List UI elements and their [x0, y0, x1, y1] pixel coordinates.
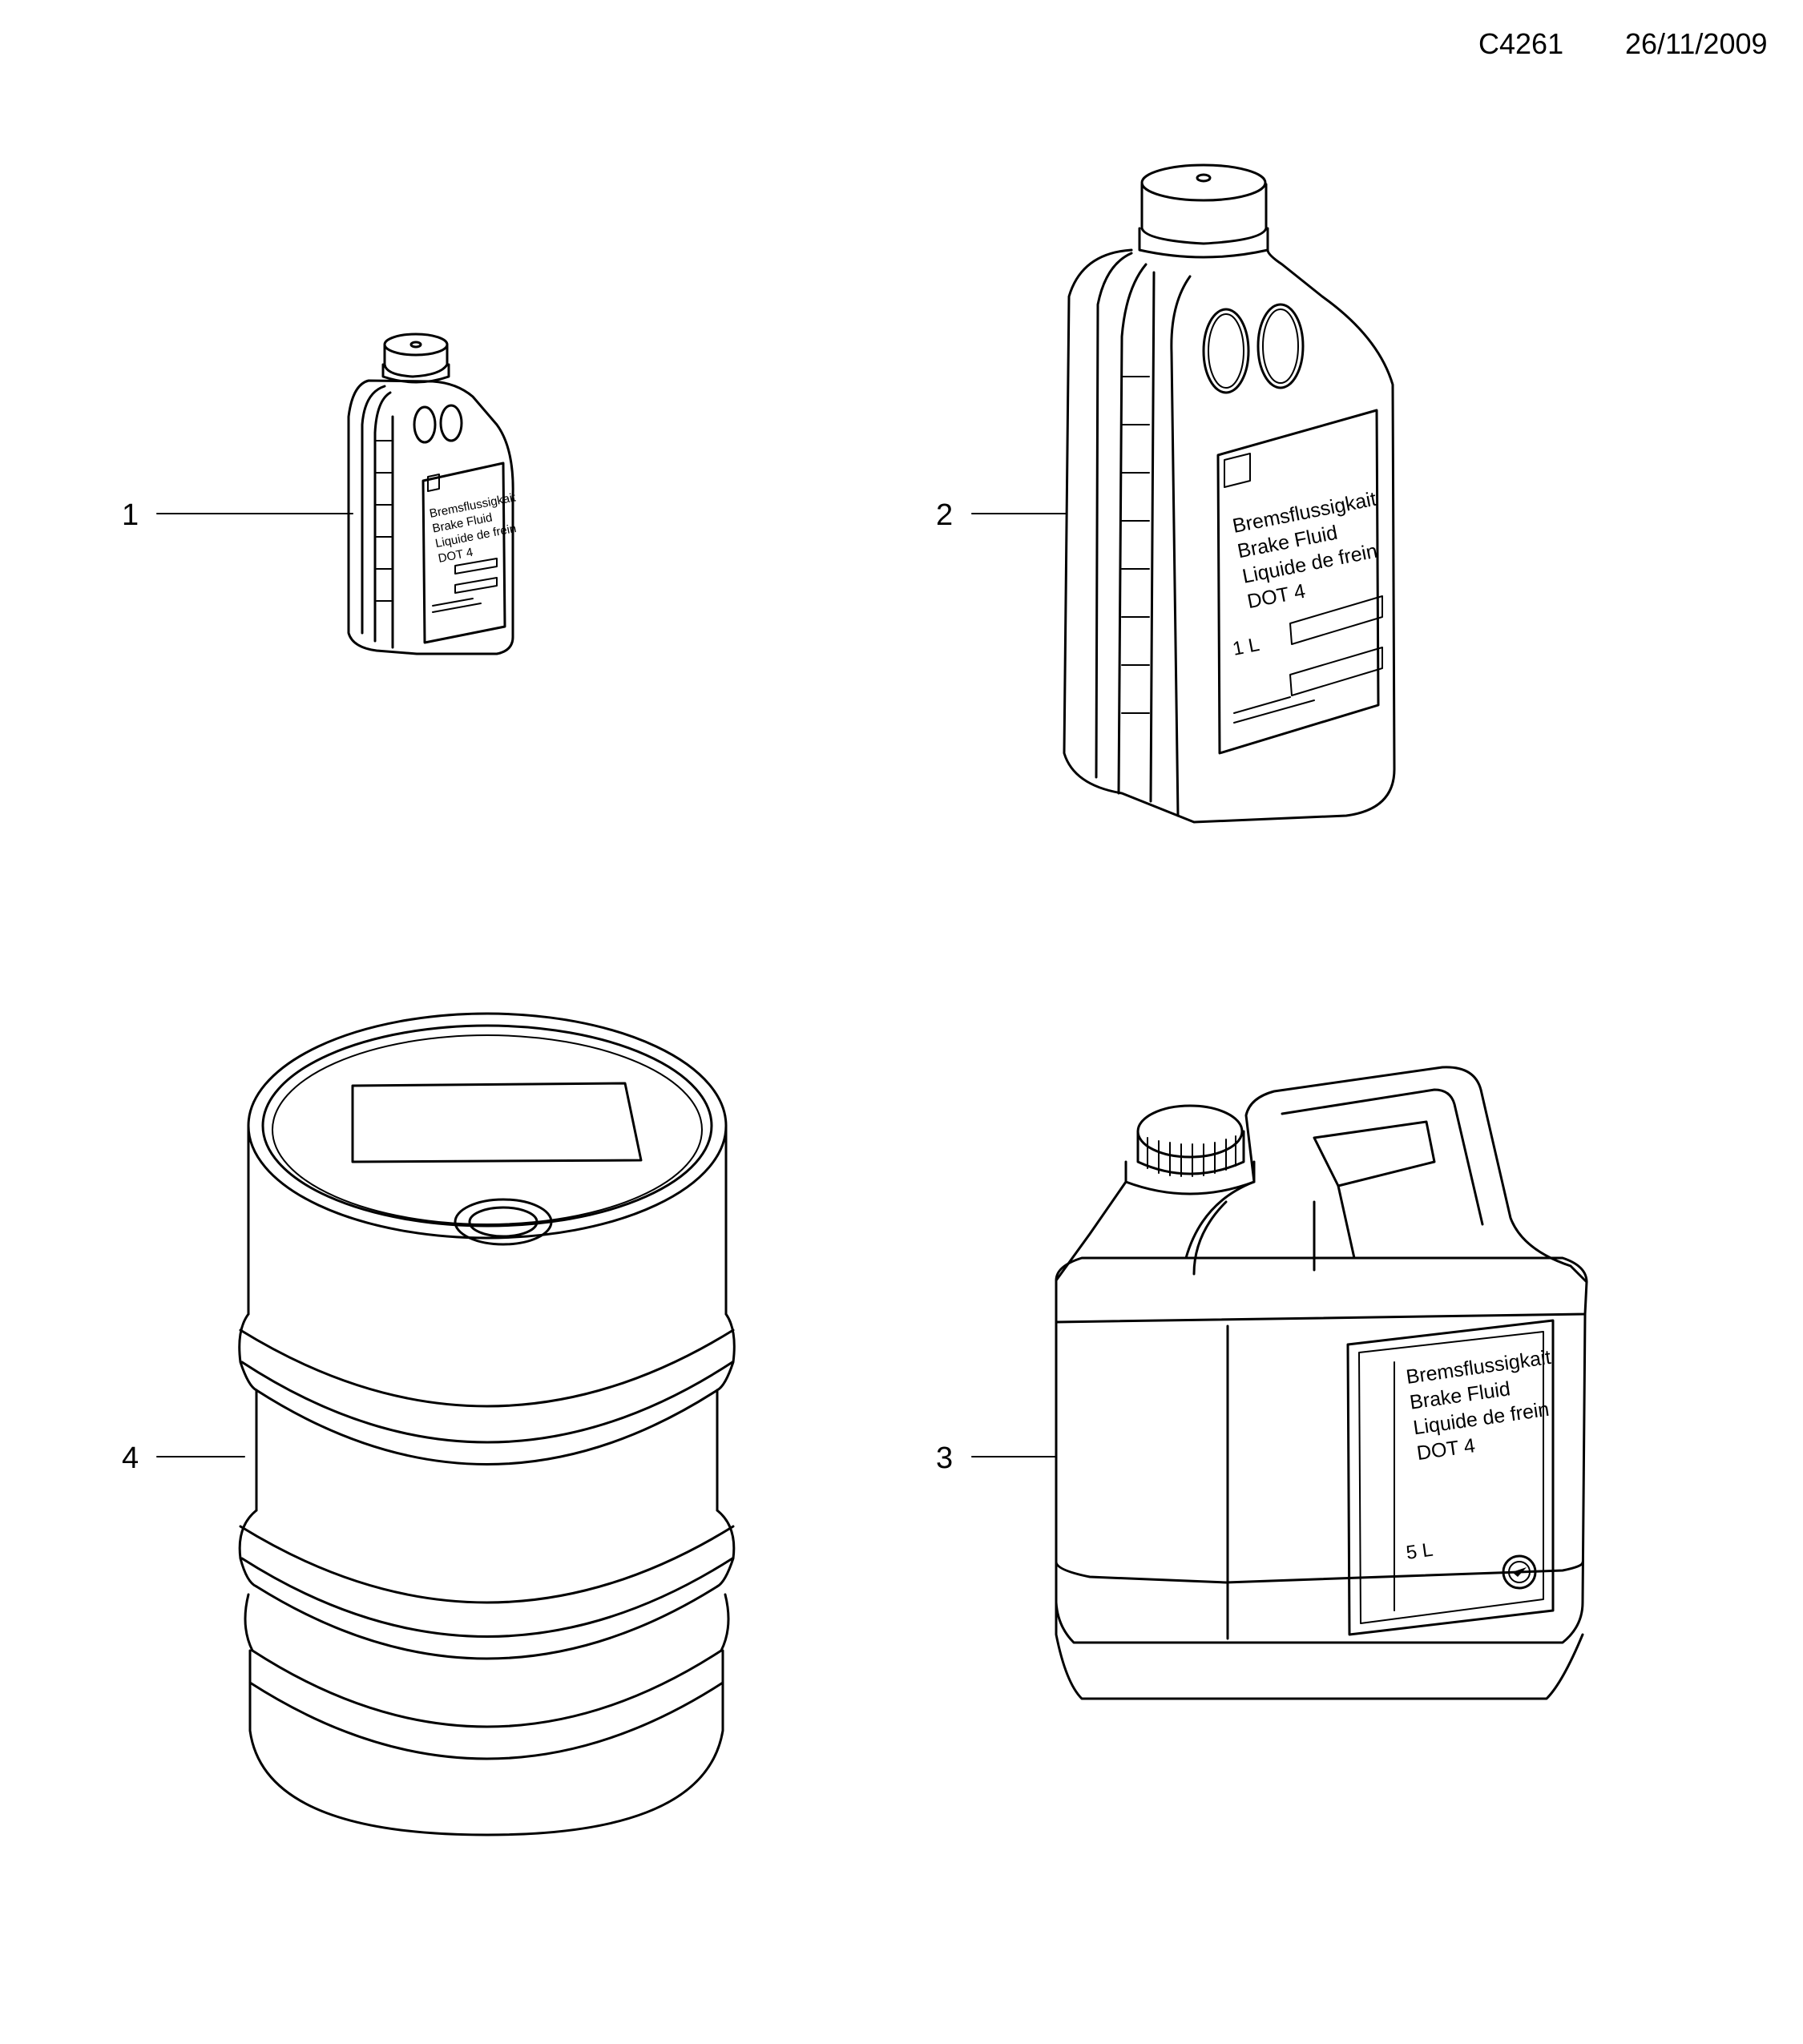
- item-3-volume: 5 L: [1405, 1539, 1434, 1564]
- brand-emblem-icon: [1502, 1554, 1537, 1590]
- diagram-date: 26/11/2009: [1625, 27, 1768, 60]
- item-4-drum: 4: [122, 1012, 736, 1836]
- item-3-5l-canister: 3 Bremsflussigkait Brak: [936, 1066, 1588, 1700]
- item-2-volume: 1 L: [1231, 634, 1261, 660]
- callout-1: 1: [122, 498, 139, 532]
- item-3-label-line-4: DOT 4: [1415, 1434, 1476, 1465]
- callout-3: 3: [936, 1441, 953, 1475]
- callout-2: 2: [936, 498, 953, 532]
- callout-4: 4: [122, 1441, 139, 1475]
- diagram-code: C4261: [1478, 27, 1564, 60]
- item-2-1l-bottle: 2 Bremsflussigkait Brake Fluid Liquid: [936, 163, 1396, 824]
- item-1-small-bottle: 1 Bremsflussigkait Brake Fluid Liquide d…: [122, 333, 518, 655]
